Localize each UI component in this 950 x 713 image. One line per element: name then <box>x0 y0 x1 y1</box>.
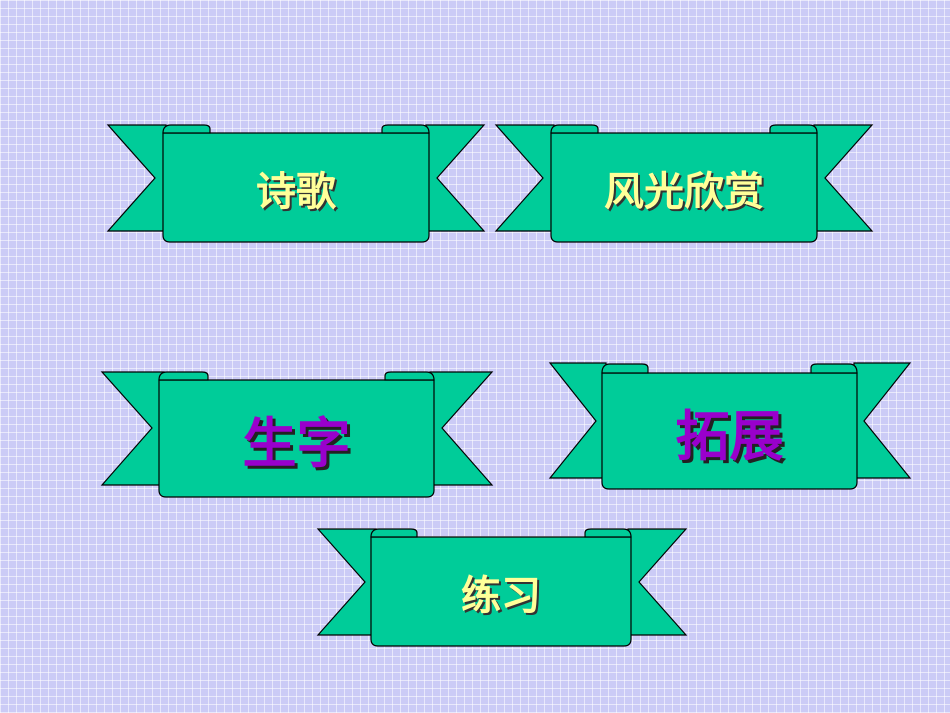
ribbon-banner-icon <box>548 362 912 490</box>
ribbon-banner-icon <box>494 124 874 243</box>
banner-label: 练习 <box>461 572 541 619</box>
banner-label: 风光欣赏 <box>604 168 764 215</box>
ribbon-banner-icon <box>100 371 494 498</box>
banner-poem[interactable]: 诗歌 <box>106 123 486 245</box>
ribbon-banner-icon <box>106 124 486 243</box>
banner-label: 生字 <box>242 412 351 475</box>
banner-extension[interactable]: 拓展 <box>548 361 912 492</box>
banner-new-words[interactable]: 生字 <box>100 370 494 500</box>
banner-label: 诗歌 <box>256 168 336 215</box>
banner-label: 拓展 <box>675 404 784 468</box>
ribbon-banner-icon <box>316 528 688 647</box>
banner-scenery[interactable]: 风光欣赏 <box>494 123 874 245</box>
banner-exercise[interactable]: 练习 <box>316 527 688 649</box>
